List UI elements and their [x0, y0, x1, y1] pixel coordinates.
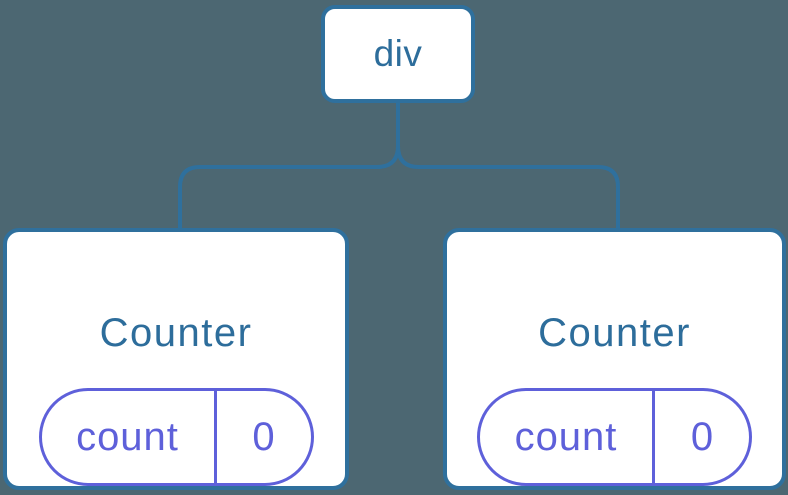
root-node-div: div	[321, 5, 475, 103]
connector-branch-left	[178, 145, 400, 234]
counter-title-right: Counter	[538, 311, 691, 355]
state-key-label-right: count	[514, 414, 618, 459]
counter-title-left: Counter	[99, 311, 253, 355]
state-pill-left: count 0	[38, 388, 314, 486]
state-pill-right: count 0	[477, 388, 752, 486]
connector-branch-right	[396, 145, 620, 234]
counter-node-right: Counter count 0	[443, 228, 786, 490]
counter-node-left: Counter count 0	[3, 228, 349, 490]
state-key-label-left: count	[76, 414, 179, 459]
state-value-left: 0	[213, 391, 311, 483]
root-node-label: div	[373, 33, 423, 74]
state-value-right: 0	[652, 391, 749, 483]
